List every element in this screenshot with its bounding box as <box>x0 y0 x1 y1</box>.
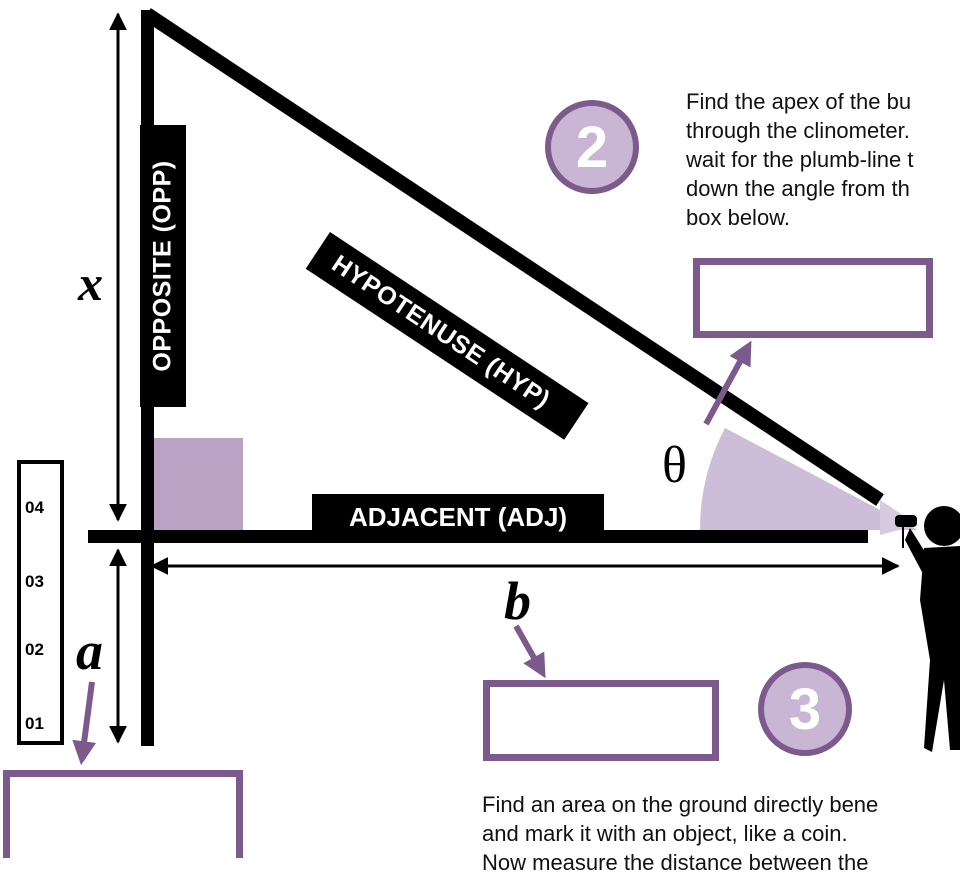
variable-a: a <box>76 621 103 681</box>
right-angle-marker <box>153 438 243 530</box>
adjacent-label-text: ADJACENT (ADJ) <box>348 502 568 532</box>
step-3-line: Find an area on the ground directly bene <box>482 792 879 817</box>
angle-theta-label: θ <box>662 437 687 494</box>
variable-x: x <box>78 255 103 311</box>
step-2-line: box below. <box>686 205 790 230</box>
step-2-line: down the angle from th <box>686 176 910 201</box>
step-3-line: and mark it with an object, like a coin. <box>482 821 848 846</box>
staff-mark-02: 02 <box>25 640 44 659</box>
step-2-line: through the clinometer. <box>686 118 910 143</box>
pointer-b-arrow <box>513 624 546 679</box>
variable-b: b <box>504 571 531 631</box>
hypotenuse-side <box>143 8 884 506</box>
triangle-figure <box>72 8 960 766</box>
step-2-line: Find the apex of the bu <box>686 89 912 114</box>
step-3-line: Now measure the distance between the <box>482 850 869 875</box>
observer-silhouette <box>895 506 960 752</box>
trig-height-diagram: 04 03 02 01 OPPOSITE (OPP) HYPOTENUSE (H… <box>3 8 960 875</box>
pointer-a-arrow <box>72 681 97 766</box>
staff-mark-01: 01 <box>25 714 44 733</box>
angle-theta-wedge <box>699 428 918 530</box>
pointer-theta-arrow <box>703 340 752 426</box>
distance-b-answer-box[interactable] <box>483 680 719 761</box>
staff-mark-03: 03 <box>25 572 44 591</box>
measuring-staff: 04 03 02 01 <box>17 460 64 745</box>
opposite-label-text: OPPOSITE (OPP) <box>148 160 177 372</box>
adjacent-label: ADJACENT (ADJ) <box>312 494 604 538</box>
step-2-badge: 2 <box>545 100 639 194</box>
step-3-badge: 3 <box>758 662 852 756</box>
angle-answer-box[interactable] <box>693 258 933 338</box>
staff-mark-04: 04 <box>25 498 44 517</box>
height-a-answer-box[interactable] <box>3 770 243 858</box>
step-2-line: wait for the plumb-line t <box>686 147 914 172</box>
opposite-label: OPPOSITE (OPP) <box>140 125 186 407</box>
